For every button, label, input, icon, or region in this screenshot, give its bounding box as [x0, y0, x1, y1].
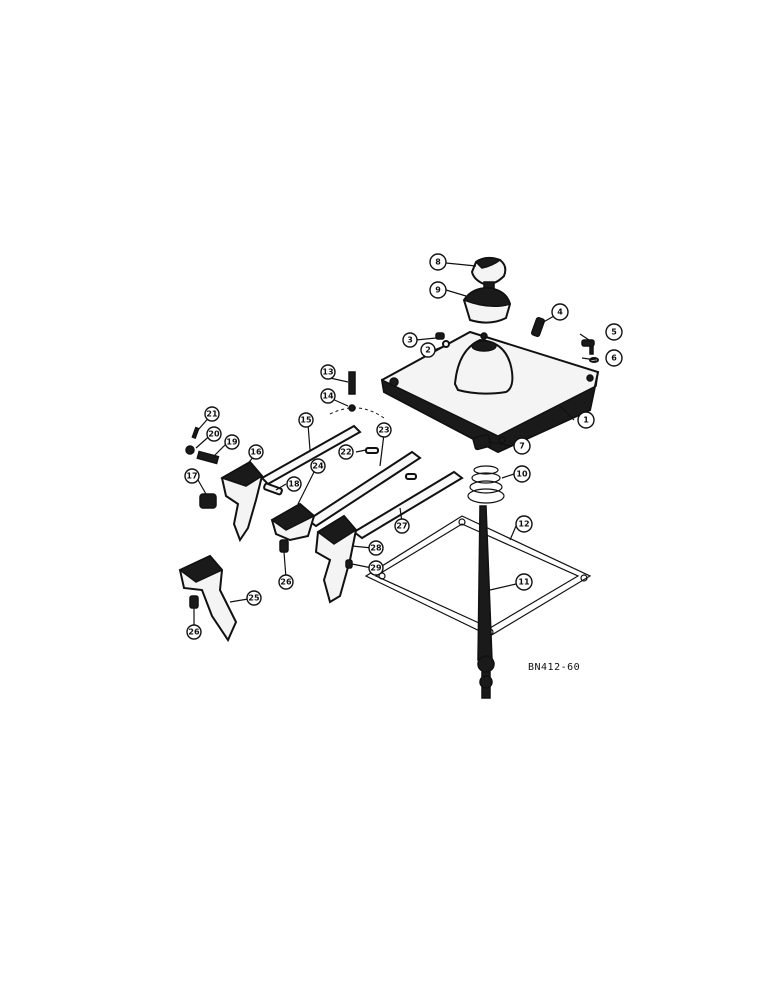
callout-23: 23	[376, 422, 392, 438]
callout-16: 16	[248, 444, 264, 460]
callout-6: 6	[605, 349, 623, 367]
callout-5: 5	[605, 323, 623, 341]
svg-text:5: 5	[611, 328, 617, 337]
svg-text:29: 29	[370, 564, 382, 573]
svg-text:3: 3	[407, 336, 413, 345]
callout-15: 15	[298, 412, 314, 428]
part-shift-rail-15	[260, 424, 362, 486]
part-spring-13	[348, 371, 356, 395]
svg-text:9: 9	[435, 286, 441, 295]
part-setscrew-26	[189, 539, 289, 609]
part-spring-10	[467, 465, 505, 504]
callout-18: 18	[286, 476, 302, 492]
svg-text:27: 27	[396, 522, 407, 531]
svg-text:17: 17	[186, 472, 197, 481]
callout-12: 12	[515, 515, 533, 533]
callout-17: 17	[184, 468, 200, 484]
svg-text:26: 26	[188, 628, 200, 637]
svg-text:10: 10	[516, 470, 528, 479]
part-block-7	[472, 433, 492, 451]
part-shift-fork-28	[314, 514, 358, 604]
callout-24: 24	[310, 458, 326, 474]
callout-3: 3	[402, 332, 418, 348]
svg-text:7: 7	[519, 442, 525, 451]
svg-text:15: 15	[300, 416, 312, 425]
svg-text:8: 8	[435, 258, 441, 267]
callout-20: 20	[206, 426, 222, 442]
svg-text:25: 25	[248, 594, 260, 603]
callout-26: 26	[278, 574, 294, 590]
part-bolt-5	[581, 339, 595, 355]
svg-text:2: 2	[425, 346, 431, 355]
part-washer-2	[442, 340, 450, 348]
part-boot	[462, 286, 512, 324]
callout-26-lower: 26	[186, 624, 202, 640]
part-pin-18	[263, 482, 283, 496]
part-cover-plate	[380, 330, 600, 454]
svg-text:24: 24	[312, 462, 324, 471]
callout-9: 9	[429, 281, 447, 299]
callout-27: 27	[394, 518, 410, 534]
callout-21: 21	[204, 406, 220, 422]
callout-1: 1	[577, 411, 595, 429]
part-shift-rail-27	[352, 470, 464, 540]
reference-code: BN412-60	[528, 662, 580, 673]
callout-4: 4	[551, 303, 569, 321]
part-shift-fork-24	[270, 502, 316, 542]
part-shift-rail-23	[306, 450, 422, 528]
svg-text:12: 12	[518, 520, 529, 529]
svg-text:4: 4	[557, 308, 563, 317]
svg-text:11: 11	[518, 578, 530, 587]
svg-text:1: 1	[583, 416, 589, 425]
callout-2: 2	[420, 342, 436, 358]
part-pin-4	[530, 316, 546, 338]
svg-text:14: 14	[322, 392, 334, 401]
callout-8: 8	[429, 253, 447, 271]
callout-22: 22	[338, 444, 354, 460]
svg-text:28: 28	[370, 544, 382, 553]
callout-11: 11	[515, 573, 533, 591]
callout-29: 29	[368, 560, 384, 576]
part-spring-19	[196, 450, 220, 465]
svg-text:6: 6	[611, 354, 617, 363]
callout-10: 10	[513, 465, 531, 483]
svg-text:13: 13	[322, 368, 333, 377]
part-sleeve-17	[199, 493, 217, 509]
callout-14: 14	[320, 388, 336, 404]
part-ball-20	[185, 445, 195, 455]
svg-text:26: 26	[280, 578, 292, 587]
part-shift-fork-25	[178, 554, 238, 643]
callout-19: 19	[224, 434, 240, 450]
part-setscrew-29	[345, 559, 353, 569]
part-pin-21	[191, 426, 200, 440]
svg-text:21: 21	[206, 410, 218, 419]
svg-text:20: 20	[208, 430, 220, 439]
svg-text:19: 19	[226, 438, 238, 447]
part-shift-knob	[470, 256, 507, 289]
svg-text:23: 23	[378, 426, 389, 435]
callout-7: 7	[513, 437, 531, 455]
dashed-guide	[329, 407, 385, 419]
callout-28: 28	[368, 540, 384, 556]
part-screw-3	[435, 332, 445, 340]
callout-25: 25	[246, 590, 262, 606]
part-shift-fork-16	[220, 460, 264, 543]
svg-text:22: 22	[340, 448, 351, 457]
part-pin-22	[365, 447, 417, 480]
svg-text:16: 16	[250, 448, 262, 457]
part-shift-lever-11	[477, 505, 495, 699]
svg-text:18: 18	[288, 480, 300, 489]
callout-13: 13	[320, 364, 336, 380]
